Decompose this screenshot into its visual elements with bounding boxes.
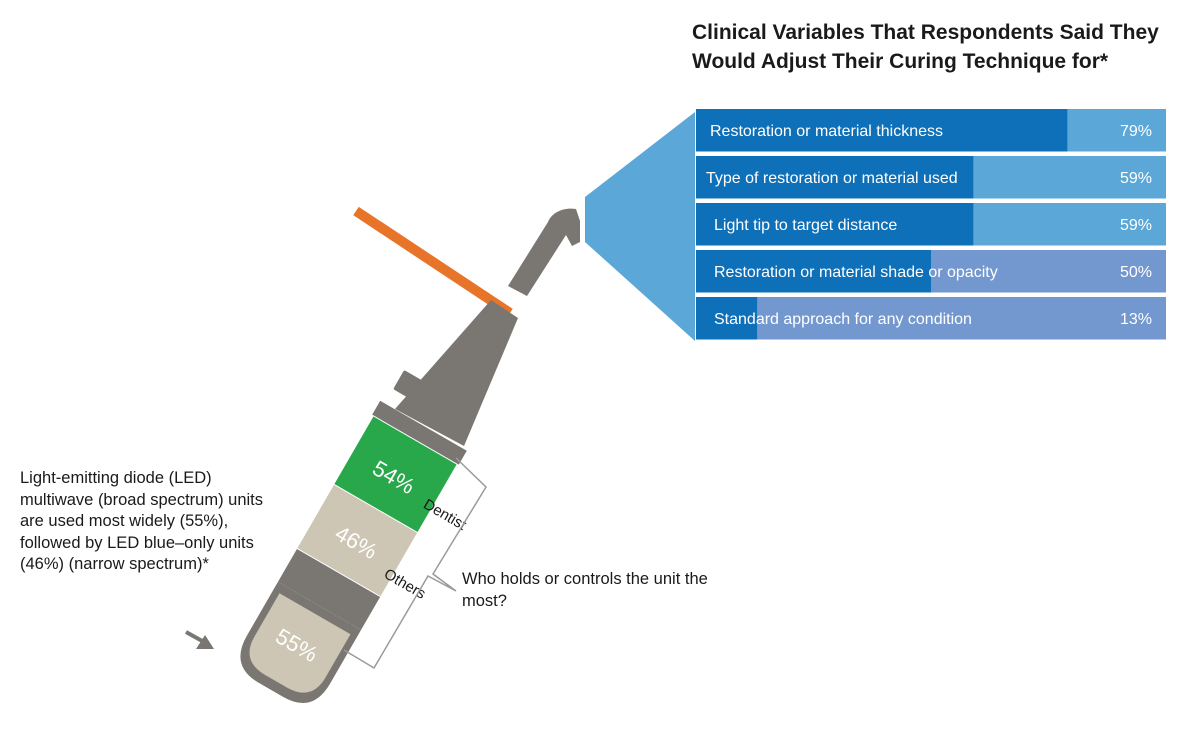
bar-category-label: Type of restoration or material used [706, 170, 958, 187]
handle-band [277, 548, 381, 630]
bar [696, 297, 758, 340]
bar-value-label: 50% [1120, 264, 1152, 281]
holder-dentist-segment [334, 416, 457, 533]
bar-category-label: Restoration or material shade or opacity [714, 264, 998, 281]
device-neck [395, 300, 518, 446]
bar-value-label: 79% [1120, 123, 1152, 140]
curing-variables-bars: Restoration or material thickness 79% Type… [696, 109, 1166, 340]
curing-light-device: 54% 46% 55% Dentist Others [240, 206, 580, 704]
bar [696, 156, 974, 199]
unit-type-segment [249, 593, 351, 693]
pointer-arrow-head [196, 635, 214, 649]
bar [696, 109, 1068, 152]
bar-value-label: 13% [1120, 311, 1152, 328]
chart-title: Clinical Variables That Respondents Said… [692, 21, 1159, 73]
bar-background [696, 297, 1166, 340]
unit-type-note: Light-emitting diode (LED) multiwave (br… [20, 469, 264, 573]
light-tip-orange [353, 206, 513, 318]
bar [696, 203, 974, 246]
device-button [393, 370, 428, 403]
others-label: Others [381, 566, 428, 603]
bar-category-label: Restoration or material thickness [710, 123, 943, 140]
light-beam [585, 112, 695, 341]
holder-others-segment [297, 484, 418, 597]
holder-question: Who holds or controls the unit the most? [462, 570, 708, 610]
handle-collar-top [372, 400, 467, 465]
bar-category-label: Standard approach for any condition [714, 311, 972, 328]
dentist-label: Dentist [420, 496, 470, 534]
bar-category-label: Light tip to target distance [714, 217, 897, 234]
holder-brace [343, 457, 487, 670]
pointer-arrow-shaft [185, 630, 205, 644]
device-head [508, 208, 580, 296]
bar-value-label: 59% [1120, 170, 1152, 187]
bar-value-label: 59% [1120, 217, 1152, 234]
bar [696, 250, 931, 293]
